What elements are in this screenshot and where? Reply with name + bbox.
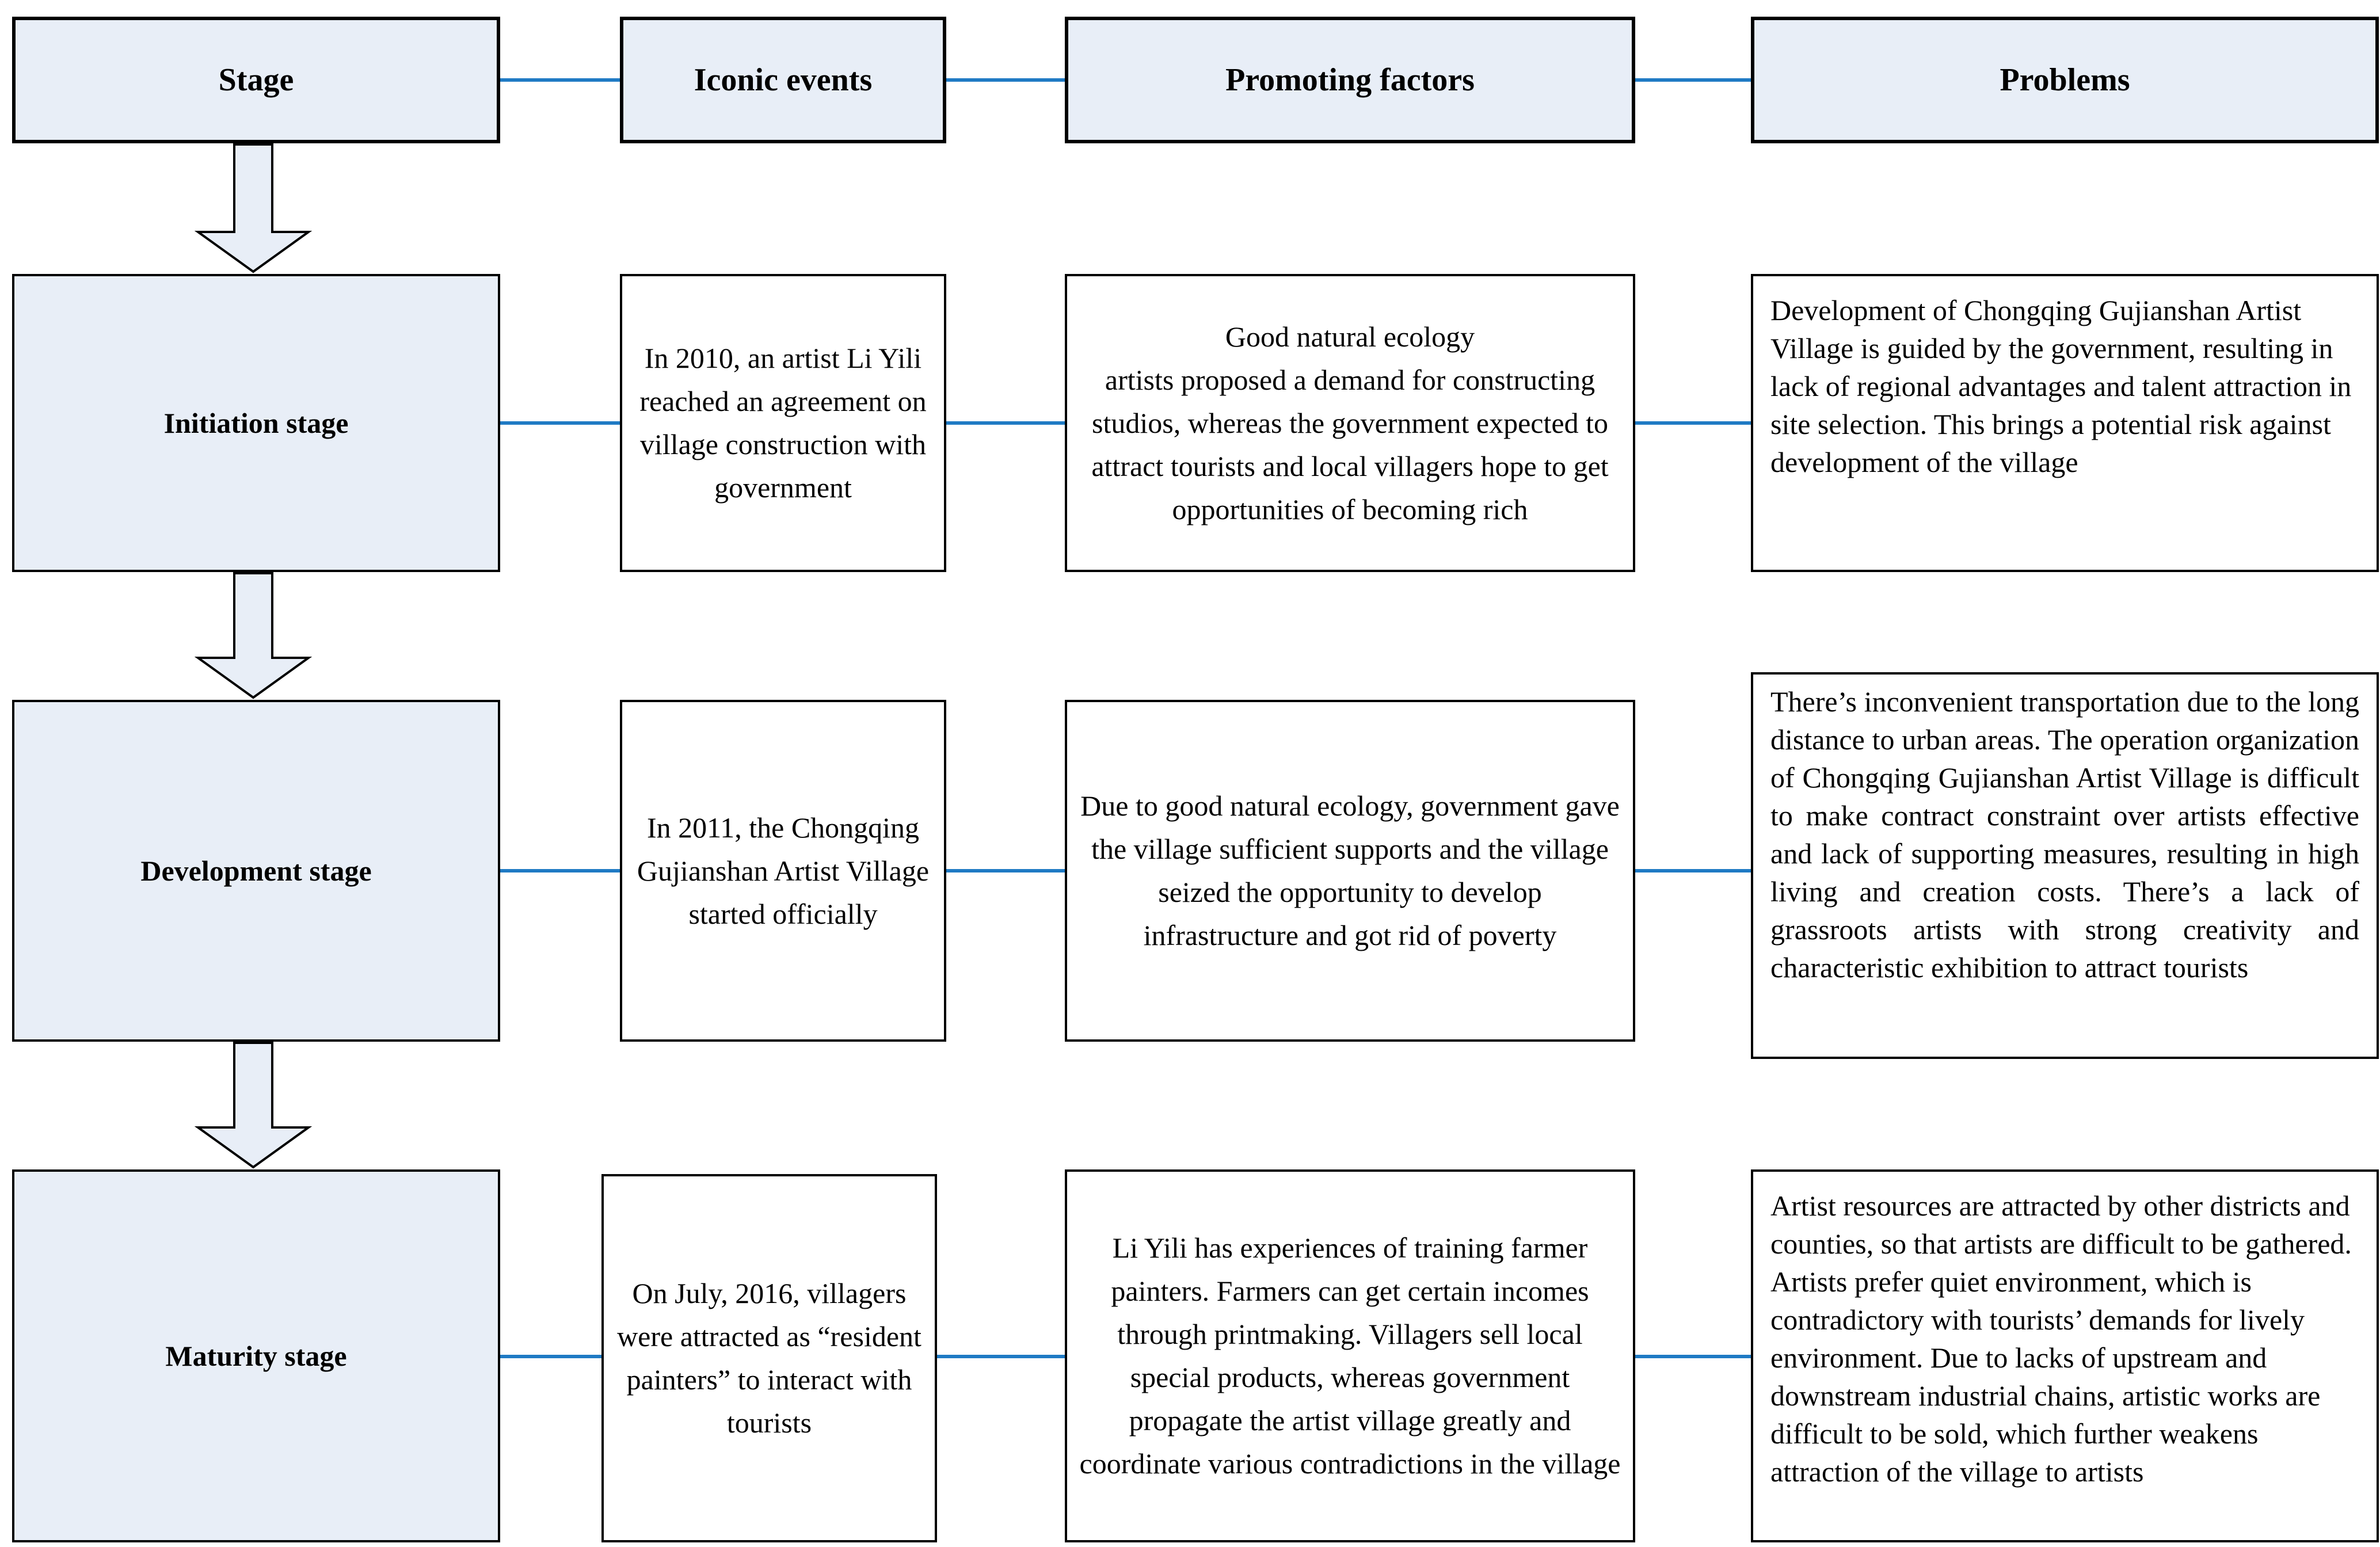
connector-line xyxy=(946,78,1065,82)
header-label-promoting-factors: Promoting factors xyxy=(1225,62,1475,98)
connector-line xyxy=(946,869,1065,872)
header-label-iconic-events: Iconic events xyxy=(694,62,873,98)
connector-line xyxy=(500,1355,601,1358)
header-label-problems: Problems xyxy=(2000,62,2130,98)
header-box-problems: Problems xyxy=(1751,17,2379,143)
connector-line xyxy=(500,78,620,82)
promoting-factors-text: Due to good natural ecology, government … xyxy=(1080,790,1620,951)
down-arrow-icon xyxy=(194,572,313,699)
connector-line xyxy=(1635,421,1751,425)
iconic-events-box-maturity: On July, 2016, villagers were attracted … xyxy=(601,1174,937,1542)
down-arrow-icon xyxy=(194,1042,313,1169)
promoting-factors-box-initiation: Good natural ecology artists proposed a … xyxy=(1065,274,1635,572)
stage-box-maturity: Maturity stage xyxy=(12,1169,500,1542)
connector-line xyxy=(1635,78,1751,82)
problems-text: There’s inconvenient transportation due … xyxy=(1770,685,2359,984)
stage-box-development: Development stage xyxy=(12,700,500,1042)
stage-label-development: Development stage xyxy=(140,855,372,887)
problems-box-initiation: Development of Chongqing Gujianshan Arti… xyxy=(1751,274,2379,572)
iconic-events-box-initiation: In 2010, an artist Li Yili reached an ag… xyxy=(620,274,946,572)
connector-line xyxy=(937,1355,1065,1358)
header-box-iconic-events: Iconic events xyxy=(620,17,946,143)
iconic-events-text: On July, 2016, villagers were attracted … xyxy=(617,1277,921,1439)
promoting-factors-box-development: Due to good natural ecology, government … xyxy=(1065,700,1635,1042)
header-label-stage: Stage xyxy=(218,62,294,98)
down-arrow-icon xyxy=(194,143,313,273)
iconic-events-box-development: In 2011, the Chongqing Gujianshan Artist… xyxy=(620,700,946,1042)
problems-text: Development of Chongqing Gujianshan Arti… xyxy=(1770,294,2352,478)
promoting-factors-text: Li Yili has experiences of training farm… xyxy=(1079,1232,1621,1480)
stage-box-initiation: Initiation stage xyxy=(12,274,500,572)
header-box-promoting-factors: Promoting factors xyxy=(1065,17,1635,143)
header-box-stage: Stage xyxy=(12,17,500,143)
promoting-factors-text: Good natural ecology xyxy=(1225,320,1475,353)
stage-label-initiation: Initiation stage xyxy=(163,407,349,439)
stage-label-maturity: Maturity stage xyxy=(165,1340,347,1372)
promoting-factors-text: artists proposed a demand for constructi… xyxy=(1091,363,1609,525)
problems-text: Artist resources are attracted by other … xyxy=(1770,1190,2352,1488)
connector-line xyxy=(946,421,1065,425)
problems-box-development: There’s inconvenient transportation due … xyxy=(1751,672,2379,1059)
iconic-events-text: In 2011, the Chongqing Gujianshan Artist… xyxy=(637,811,930,930)
iconic-events-text: In 2010, an artist Li Yili reached an ag… xyxy=(639,342,927,504)
connector-line xyxy=(500,869,620,872)
promoting-factors-box-maturity: Li Yili has experiences of training farm… xyxy=(1065,1169,1635,1542)
connector-line xyxy=(1635,869,1751,872)
connector-line xyxy=(1635,1355,1751,1358)
problems-box-maturity: Artist resources are attracted by other … xyxy=(1751,1169,2379,1542)
connector-line xyxy=(500,421,620,425)
